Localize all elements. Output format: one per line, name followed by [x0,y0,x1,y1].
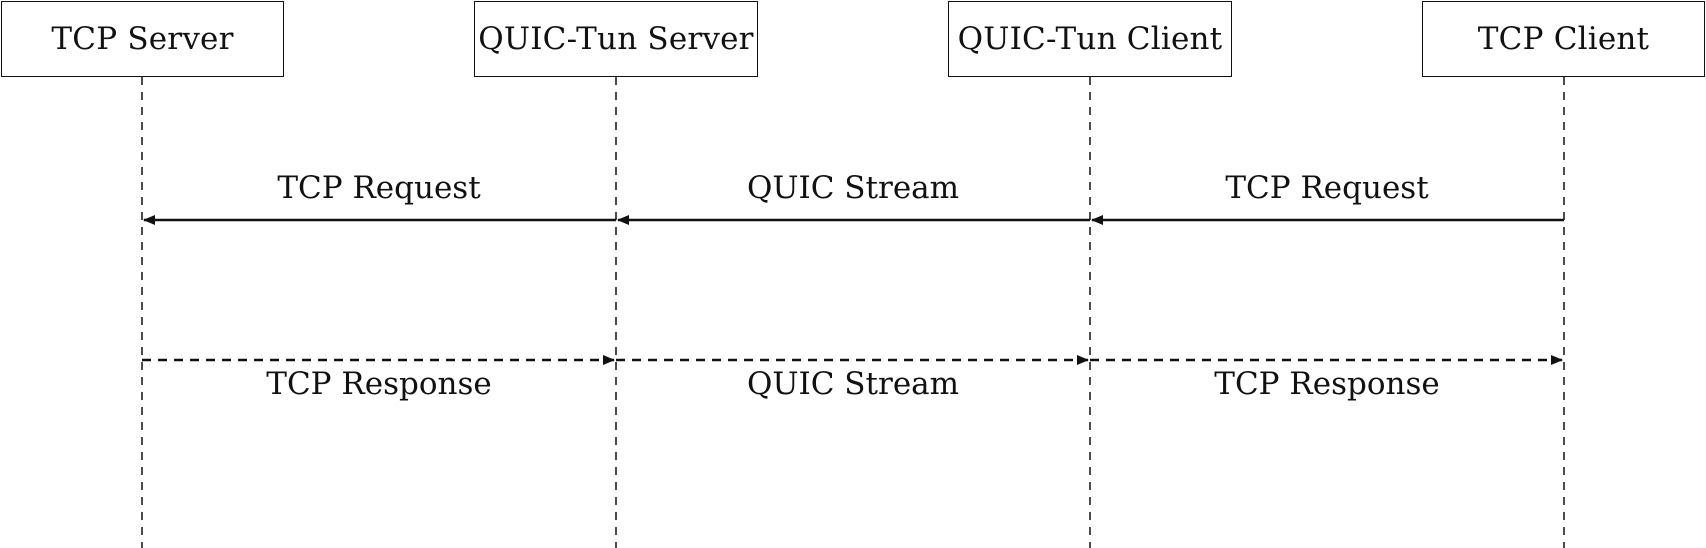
participant-tcp-server: TCP Server [1,1,284,77]
request-label-quic-stream: QUIC Stream [746,170,960,206]
participant-tcp-client: TCP Client [1422,1,1705,77]
request-label-tcp-request-client: TCP Request [1225,170,1429,206]
response-label-quic-stream: QUIC Stream [746,366,960,402]
request-label-tcp-request-server: TCP Request [277,170,481,206]
participant-label: TCP Client [1477,21,1650,57]
participant-label: QUIC-Tun Client [957,21,1223,57]
response-label-tcp-response-server: TCP Response [266,366,492,402]
participant-quic-tun-client: QUIC-Tun Client [948,1,1232,77]
participant-label: TCP Server [51,21,234,57]
response-label-tcp-response-client: TCP Response [1214,366,1440,402]
participant-quic-tun-server: QUIC-Tun Server [474,1,758,77]
participant-label: QUIC-Tun Server [478,21,754,57]
